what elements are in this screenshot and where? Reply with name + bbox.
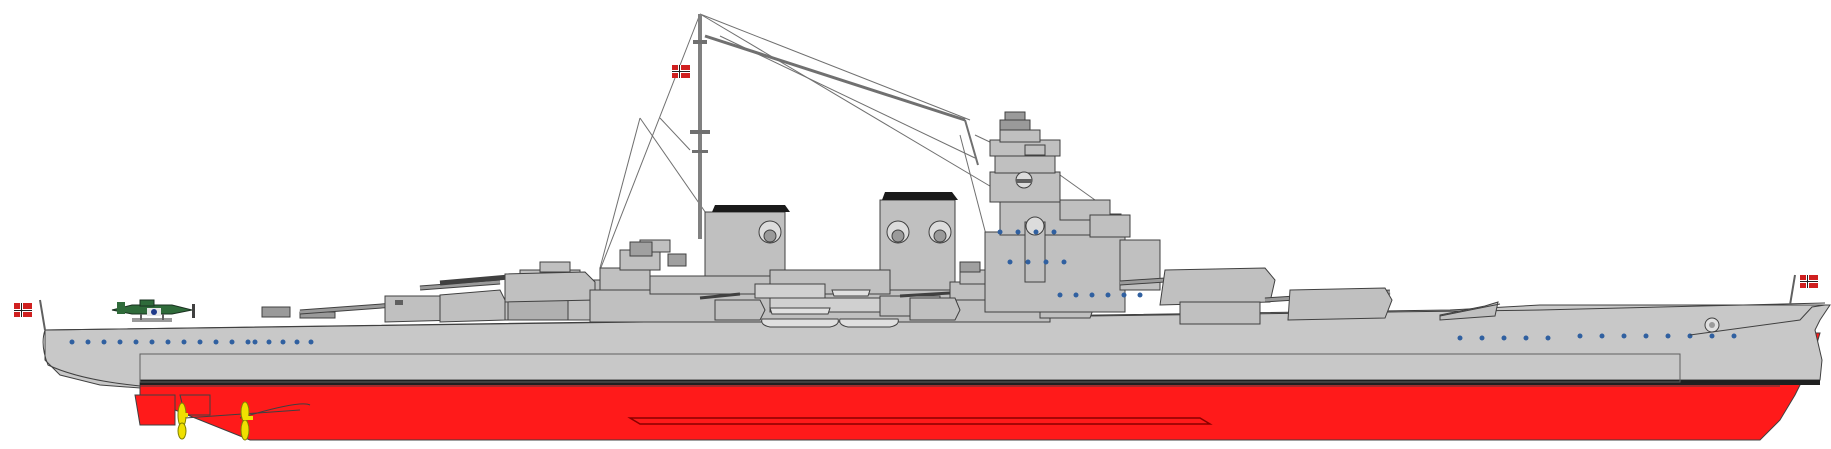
secondary-turret-aft <box>699 292 766 321</box>
jack-flag-icon <box>1800 275 1818 288</box>
porthole <box>197 339 203 345</box>
turret-forward-anton <box>1264 287 1501 321</box>
porthole <box>165 339 171 345</box>
porthole <box>85 339 91 345</box>
porthole <box>213 339 219 345</box>
porthole <box>1687 333 1693 339</box>
porthole <box>997 229 1003 235</box>
porthole <box>308 339 314 345</box>
turret-forward-bruno <box>1119 267 1276 325</box>
turret-caesar <box>439 271 596 303</box>
porthole <box>1501 335 1507 341</box>
porthole <box>1137 292 1143 298</box>
porthole <box>1015 229 1021 235</box>
hull <box>42 302 1831 441</box>
porthole <box>1105 292 1111 298</box>
porthole <box>1089 292 1095 298</box>
porthole <box>1057 292 1063 298</box>
rudder <box>134 394 176 426</box>
porthole <box>101 339 107 345</box>
porthole <box>1007 259 1013 265</box>
porthole <box>117 339 123 345</box>
porthole <box>1121 292 1127 298</box>
porthole <box>252 339 258 345</box>
propeller-icon <box>177 402 188 440</box>
porthole <box>1025 259 1031 265</box>
porthole <box>1457 335 1463 341</box>
portholes-aft <box>69 339 314 345</box>
mast-flag-icon <box>672 65 690 78</box>
porthole <box>294 339 300 345</box>
superstructure-portholes <box>997 229 1143 298</box>
porthole <box>149 339 155 345</box>
propeller-icon <box>240 401 253 441</box>
turret-aft-caesar <box>419 279 506 323</box>
bow-fittings <box>1689 274 1826 336</box>
porthole <box>1033 229 1039 235</box>
porthole <box>69 339 75 345</box>
porthole <box>1073 292 1079 298</box>
porthole <box>1043 259 1049 265</box>
bridge-rangefinder <box>1015 171 1046 283</box>
porthole <box>1061 259 1067 265</box>
porthole <box>1643 333 1649 339</box>
rigging <box>599 13 1096 271</box>
porthole <box>266 339 272 345</box>
seaplane-icon <box>111 299 195 322</box>
porthole <box>1599 333 1605 339</box>
porthole <box>1479 335 1485 341</box>
porthole <box>1621 333 1627 339</box>
porthole <box>1545 335 1551 341</box>
porthole <box>1665 333 1671 339</box>
porthole <box>229 339 235 345</box>
ensign-flag-icon <box>14 299 46 331</box>
porthole <box>133 339 139 345</box>
porthole <box>1523 335 1529 341</box>
porthole <box>280 339 286 345</box>
porthole <box>1709 333 1715 339</box>
porthole <box>245 339 251 345</box>
funnel <box>879 192 958 301</box>
secondary-turret-mid <box>899 291 961 321</box>
main-mast <box>690 14 979 239</box>
portholes-forward <box>1457 333 1737 341</box>
porthole <box>1731 333 1737 339</box>
porthole <box>1577 333 1583 339</box>
porthole <box>1051 229 1057 235</box>
ships-boats <box>761 289 899 328</box>
porthole <box>181 339 187 345</box>
hull-above-waterline <box>44 304 1831 389</box>
